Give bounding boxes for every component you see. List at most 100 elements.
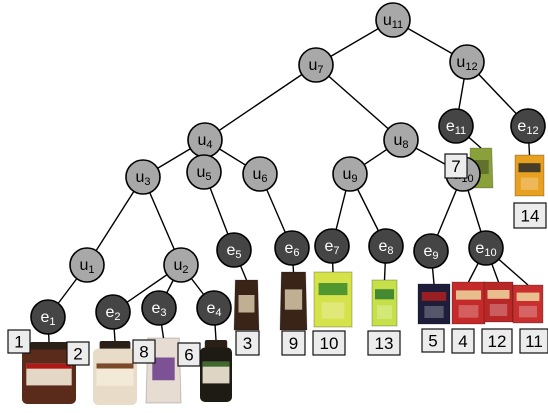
node-circle-u12 (449, 44, 485, 80)
node-label-u7: u7 (308, 57, 323, 76)
product-image-5 (417, 283, 451, 325)
node-label-e6: e6 (284, 240, 299, 259)
pouch-label (238, 295, 255, 313)
jar-lid (30, 342, 68, 351)
node-label-base: e (378, 238, 387, 255)
node-label-u4: u4 (197, 132, 212, 151)
node-label-base: e (226, 242, 235, 259)
node-label-u6: u6 (252, 166, 267, 185)
pouch-label (152, 357, 175, 381)
node-circle-e12 (510, 108, 546, 144)
jar-label-band (96, 363, 134, 369)
tree-nodes: u11u7u12u4u8u3u5u6u9u10u1u2e1e2e3e4e5e6e… (30, 2, 546, 335)
item-label-box-10: 10 (312, 330, 346, 356)
jar-label-band (202, 361, 230, 367)
product-image-9 (279, 271, 308, 331)
node-label-e12: e12 (517, 118, 538, 137)
node-label-e8: e8 (378, 238, 393, 257)
edge-u7-u4 (204, 64, 317, 141)
node-label-subscript: 2 (114, 311, 120, 323)
box-label (375, 289, 394, 300)
item-label-text-11: 11 (525, 332, 543, 351)
jar-label (96, 363, 134, 386)
item-label-box-11: 11 (519, 328, 548, 354)
node-e1: e1 (30, 299, 66, 335)
node-circle-e5 (216, 232, 252, 268)
label-box-frame (513, 202, 547, 229)
node-e11: e11 (438, 108, 474, 144)
node-label-base: u (342, 166, 351, 183)
node-label-subscript: 11 (455, 125, 466, 137)
box-label (318, 283, 348, 296)
node-e2: e2 (95, 294, 131, 330)
box-body (451, 281, 486, 325)
item-label-box-8: 8 (132, 339, 156, 364)
node-label-e9: e9 (423, 243, 438, 262)
node-circle-u1 (69, 247, 105, 283)
item-label-box-2: 2 (66, 341, 90, 366)
node-u6: u6 (242, 156, 278, 192)
box-body (512, 284, 544, 324)
box-label (455, 290, 482, 300)
item-label-text-6: 6 (184, 346, 193, 365)
node-label-subscript: 7 (333, 245, 339, 257)
node-circle-e7 (314, 228, 350, 264)
product-image-14 (514, 154, 545, 197)
node-circle-e4 (196, 290, 232, 326)
node-label-subscript: 1 (88, 264, 94, 276)
box-panel (424, 306, 444, 318)
node-label-subscript: 6 (293, 247, 299, 259)
jar-lid (99, 341, 131, 350)
node-label-subscript: 9 (432, 250, 438, 262)
node-e4: e4 (196, 290, 232, 326)
node-label-base: e (105, 304, 114, 321)
node-u2: u2 (163, 247, 199, 283)
label-box-frame (281, 330, 306, 356)
item-label-text-10: 10 (320, 334, 339, 353)
node-u12: u12 (449, 44, 485, 80)
box-label (518, 163, 541, 173)
label-box-frame (177, 342, 201, 367)
node-label-base: u (135, 169, 144, 186)
box-panel (519, 305, 537, 318)
node-u1: u1 (69, 247, 105, 283)
item-label-box-4: 4 (451, 328, 475, 354)
box-body (371, 279, 398, 327)
jar-label-band (26, 363, 72, 369)
product-image-11 (512, 284, 544, 324)
node-e12: e12 (510, 108, 546, 144)
node-label-u9: u9 (342, 166, 357, 185)
label-box-frame (312, 330, 346, 356)
node-circle-u8 (383, 122, 419, 158)
node-label-base: e (446, 118, 455, 135)
jar-lid (204, 340, 228, 349)
label-box-frame (235, 330, 260, 356)
node-circle-u5 (186, 154, 222, 190)
label-box-frame (421, 328, 445, 353)
box-body (514, 154, 545, 197)
label-box-frame (519, 328, 548, 354)
node-label-u11: u11 (383, 12, 403, 31)
product-images (22, 147, 545, 405)
node-label-subscript: 11 (392, 19, 403, 31)
label-box-frame (444, 153, 468, 179)
pouch-label (284, 289, 303, 310)
item-label-text-7: 7 (451, 157, 460, 176)
item-label-box-12: 12 (481, 328, 513, 354)
node-label-subscript: 4 (215, 307, 221, 319)
node-label-subscript: 9 (351, 173, 357, 185)
node-circle-e2 (95, 294, 131, 330)
item-label-box-3: 3 (235, 330, 260, 356)
box-panel (458, 305, 479, 318)
node-label-base: u (197, 132, 206, 149)
node-label-base: u (252, 166, 261, 183)
item-label-text-14: 14 (521, 207, 540, 226)
label-box-frame (7, 329, 31, 354)
product-image-4 (451, 281, 486, 325)
node-label-subscript: 3 (144, 176, 150, 188)
item-label-text-12: 12 (488, 332, 507, 351)
node-label-subscript: 5 (235, 249, 241, 261)
label-box-frame (66, 341, 90, 366)
node-u5: u5 (186, 154, 222, 190)
